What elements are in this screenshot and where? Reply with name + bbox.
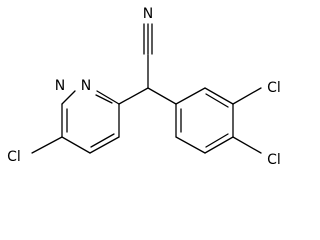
- dichlorophenyl-ring: Cl Cl: [175, 80, 281, 168]
- nitrile-group: N: [143, 6, 153, 89]
- bond-pyridazine-c6-c5: [61, 136, 91, 154]
- atom-label-pyridazine-cl: Cl: [7, 149, 21, 165]
- bond-phenyl-c4-c5: [204, 136, 234, 154]
- bond-pyridazine-c5-c4: [89, 136, 120, 154]
- atom-label-nitrile-n: N: [143, 6, 153, 22]
- bond-phenyl-c1-c2: [175, 87, 206, 105]
- central-carbon-bonds: [118, 87, 177, 105]
- chemical-structure-diagram: N N N Cl Cl Cl: [7, 6, 281, 168]
- bond-pyridazine-n2-n1: [61, 90, 76, 105]
- atom-label-para-cl: Cl: [267, 152, 281, 168]
- bond-phenyl-c5-c6: [175, 136, 206, 154]
- bond-phenyl-c2-c3-inner: [205, 93, 229, 108]
- pyridazine-ring: N N Cl: [7, 78, 120, 165]
- bond-phenyl-c3-cl: [232, 87, 262, 105]
- atom-label-meta-cl: Cl: [267, 80, 281, 96]
- bond-pyridazine-c5-c4-inner: [90, 133, 115, 148]
- bond-pyridazine-c3-n2-inner: [95, 94, 113, 104]
- bond-pyridazine-c6-cl: [31, 136, 63, 154]
- bond-pyridazine-c3-n2: [96, 90, 120, 105]
- bond-ch-to-phenyl: [147, 87, 177, 105]
- bond-ch-to-pyridazine: [118, 87, 149, 105]
- bond-phenyl-c2-c3: [204, 87, 234, 105]
- atom-label-ring-n2: N: [81, 78, 91, 94]
- bond-phenyl-c4-cl: [232, 136, 262, 154]
- atom-label-ring-n1: N: [55, 78, 65, 94]
- bond-phenyl-c4-c5-inner: [205, 133, 229, 148]
